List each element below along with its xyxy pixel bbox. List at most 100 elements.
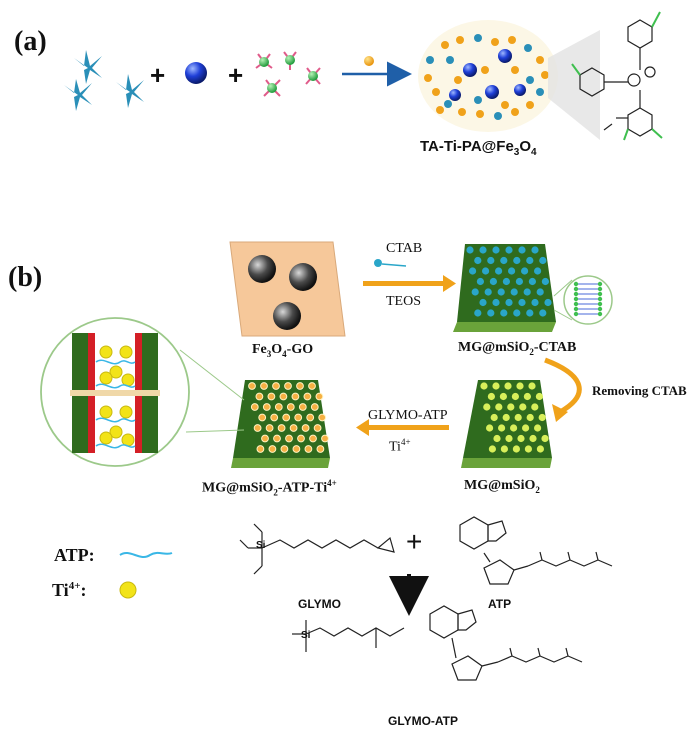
pore-dot <box>500 445 508 453</box>
mg-msio2-sheet <box>461 380 552 468</box>
pore-dot <box>273 434 281 443</box>
pore-dot <box>469 267 477 275</box>
pore-dot <box>531 403 539 411</box>
pore-dot <box>480 382 488 390</box>
atp-chain <box>95 359 136 365</box>
micelle-head <box>597 306 603 312</box>
product-label-a: TA-Ti-PA@Fe3O4 <box>420 138 537 158</box>
cluster-particle <box>441 41 449 49</box>
pore-dot <box>516 382 524 390</box>
ta-ti-pa-fe3o4-composite-icon <box>418 20 558 132</box>
pore-dot <box>544 298 552 307</box>
panel-b-label: (b) <box>8 262 43 293</box>
pore-dot <box>479 298 487 307</box>
cluster-particle <box>458 108 466 116</box>
pore-dot <box>301 424 310 432</box>
pore-dot <box>274 403 283 411</box>
pore-dot <box>272 382 280 390</box>
pore-dot <box>499 392 507 401</box>
micelle-head <box>573 311 579 317</box>
plus-sign-1: + <box>150 60 166 90</box>
mg-msio2-atp-ti-sheet <box>231 380 330 468</box>
pore-dot <box>539 309 547 317</box>
pore-dot <box>483 403 491 411</box>
ctab-teos-arrow <box>363 259 456 292</box>
pore-dot <box>524 445 533 453</box>
pore-dot <box>492 382 500 390</box>
pore-dot <box>508 267 516 275</box>
cluster-particle <box>508 36 516 44</box>
pore-dot <box>526 413 534 422</box>
pore-dot <box>291 392 300 401</box>
pore-dot <box>277 424 286 432</box>
ti-ion-dot <box>109 425 123 439</box>
mg-msio2-ctab-label: MG@mSiO2-CTAB <box>458 340 577 357</box>
cluster-particle <box>444 100 452 108</box>
pore-dot <box>280 445 289 453</box>
pore-dot <box>505 246 513 254</box>
pore-dot <box>536 288 544 296</box>
atp-structure-icon <box>459 516 613 585</box>
fe3o4-nanoparticle-icon <box>185 62 207 84</box>
pore-dot <box>253 424 262 432</box>
cluster-particle <box>536 56 544 64</box>
micelle-head <box>597 291 603 297</box>
cluster-particle <box>446 56 454 64</box>
pore-dot <box>298 403 307 411</box>
atp-label: ATP <box>488 597 512 611</box>
glymo-atp-structure-icon <box>292 605 583 681</box>
atp-chain <box>95 417 136 423</box>
pore-dot <box>474 256 482 265</box>
fe3o4-go-substrate <box>229 241 346 337</box>
cluster-particle <box>481 66 489 74</box>
pore-dot <box>488 445 496 453</box>
pore-dot <box>505 298 513 307</box>
cluster-particle <box>526 76 534 84</box>
si-atom-label-product: Si <box>301 630 311 641</box>
pore-dot <box>318 413 327 422</box>
ti-ion-icon <box>364 56 374 66</box>
pore-dot <box>255 392 264 401</box>
glymo-atp-product-label: GLYMO-ATP <box>388 714 459 728</box>
pore-dot <box>519 403 527 411</box>
pore-dot <box>313 424 322 432</box>
pore-dot <box>523 288 531 296</box>
pore-dot <box>270 413 279 422</box>
pore-dot <box>490 413 498 422</box>
fe3o4-go-label: Fe3O4-GO <box>252 342 314 359</box>
ctab-label: CTAB <box>386 241 423 256</box>
ti-ion-dot <box>109 365 123 379</box>
pore-channel-zoom <box>40 317 245 467</box>
pore-dot <box>518 246 526 254</box>
pore-dot <box>474 309 482 317</box>
teos-label: TEOS <box>386 294 421 309</box>
cluster-particle <box>491 38 499 46</box>
pore-dot <box>539 256 547 265</box>
glymo-atp-arrow <box>356 419 449 436</box>
plus-sign-2: + <box>228 60 244 90</box>
pore-dot <box>261 434 269 443</box>
cluster-particle <box>476 110 484 118</box>
cluster-particle <box>511 66 519 74</box>
pore-dot <box>513 256 521 265</box>
cluster-particle <box>424 74 432 82</box>
pore-dot <box>536 445 545 453</box>
zoom-cone <box>548 30 600 140</box>
ta-ti-pa-structure-icon <box>571 11 663 141</box>
pore-dot <box>502 413 510 422</box>
pore-dot <box>284 382 292 390</box>
pore-dot <box>303 392 312 401</box>
cluster-particle <box>541 71 549 79</box>
pore-dot <box>535 392 544 401</box>
pore-dot <box>279 392 288 401</box>
pore-dot <box>265 424 274 432</box>
pore-dot <box>258 413 267 422</box>
ti-arrow-label: Ti4+ <box>389 437 411 455</box>
pore-dot <box>504 382 512 390</box>
pa-molecule-icon <box>255 51 321 97</box>
micelle-head <box>573 291 579 297</box>
pore-dot <box>248 382 256 390</box>
glymo-label: GLYMO <box>298 597 341 611</box>
pore-dot <box>484 288 492 296</box>
removing-ctab-label: Removing CTAB <box>592 383 687 398</box>
